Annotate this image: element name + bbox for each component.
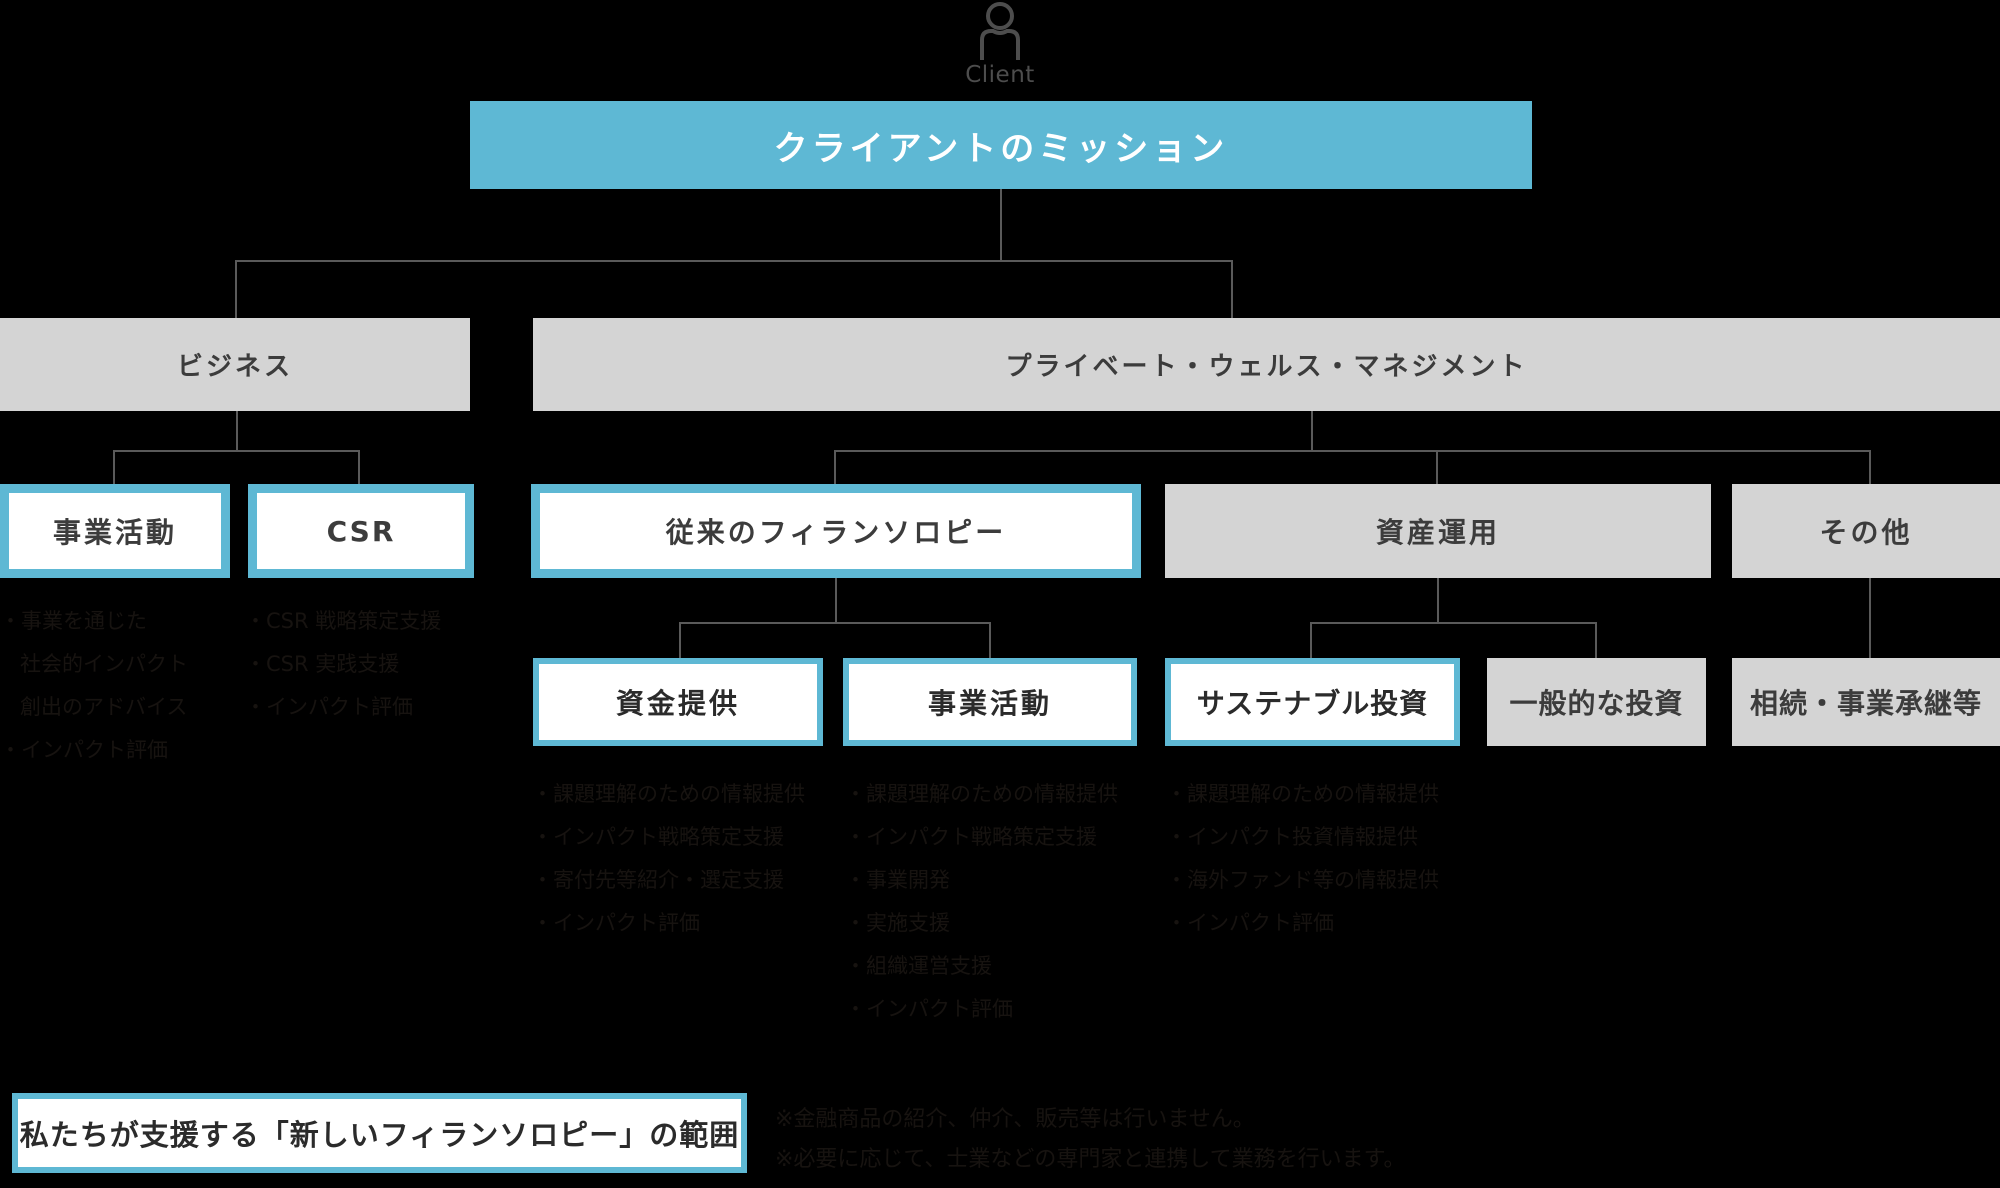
level4-label-business-activity-2: 事業活動 xyxy=(927,687,1052,720)
level3-label-business-activity: 事業活動 xyxy=(52,516,177,549)
level4-label-funding: 資金提供 xyxy=(615,687,740,720)
connector-pwm-drop-2 xyxy=(1436,450,1438,485)
client-label: Client xyxy=(965,62,1035,88)
bullet-item: ・課題理解のための情報提供 xyxy=(1166,782,1439,806)
connector-level2-drop-right xyxy=(1231,260,1233,318)
legend-box: 私たちが支援する「新しいフィランソロピー」の範囲 xyxy=(12,1093,747,1173)
bullet-item: ・インパクト評価 xyxy=(1166,911,1334,935)
connector-pwm-down xyxy=(1311,411,1313,451)
connector-pwm-drop-1 xyxy=(834,450,836,485)
level4-box-general-investment: 一般的な投資 xyxy=(1487,658,1706,746)
level3-label-traditional-philanthropy: 従来のフィランソロピー xyxy=(665,516,1007,549)
root-mission-box: クライアントのミッション xyxy=(470,101,1532,189)
connector-business-drop-1 xyxy=(113,450,115,485)
bullet-item: ・インパクト戦略策定支援 xyxy=(845,825,1097,849)
connector-level2-bar xyxy=(235,260,1233,262)
connector-asset-down xyxy=(1437,578,1439,623)
connector-pwm-bar xyxy=(834,450,1871,452)
bullet-item: ・寄付先等紹介・選定支援 xyxy=(532,868,784,892)
footnotes: ※金融商品の紹介、仲介、販売等は行いません。 ※必要に応じて、士業などの専門家と… xyxy=(775,1100,1405,1180)
bullets-funding: ・課題理解のための情報提供 ・インパクト戦略策定支援 ・寄付先等紹介・選定支援 … xyxy=(532,773,805,945)
level3-box-traditional-philanthropy: 従来のフィランソロピー xyxy=(531,484,1141,578)
level2-box-pwm: プライベート・ウェルス・マネジメント xyxy=(533,318,2000,411)
bullet-item: ・インパクト戦略策定支援 xyxy=(532,825,784,849)
connector-business-bar xyxy=(113,450,360,452)
level3-box-other: その他 xyxy=(1732,484,2000,578)
footnote-item: ※金融商品の紹介、仲介、販売等は行いません。 xyxy=(775,1107,1255,1132)
connector-business-down xyxy=(236,411,238,451)
level4-box-business-activity-2: 事業活動 xyxy=(843,658,1137,746)
level4-label-inheritance: 相続・事業承継等 xyxy=(1749,687,1982,720)
root-mission-label: クライアントのミッション xyxy=(773,128,1229,169)
bullet-item: ・インパクト評価 xyxy=(532,911,700,935)
level2-box-business: ビジネス xyxy=(0,318,470,411)
level3-label-asset-management: 資産運用 xyxy=(1375,516,1500,549)
level3-box-business-activity: 事業活動 xyxy=(0,484,230,578)
bullet-item: ・事業を通じた xyxy=(0,609,147,633)
connector-other-down xyxy=(1869,578,1871,659)
bullet-item: ・組織運営支援 xyxy=(845,954,992,978)
bullets-business-activity-2: ・課題理解のための情報提供 ・インパクト戦略策定支援 ・事業開発 ・実施支援 ・… xyxy=(845,773,1118,1031)
level4-label-general-investment: 一般的な投資 xyxy=(1509,687,1684,720)
connector-asset-bar xyxy=(1310,622,1597,624)
bullet-item: ・海外ファンド等の情報提供 xyxy=(1166,868,1439,892)
level4-label-sustainable-investment: サステナブル投資 xyxy=(1196,687,1429,720)
connector-asset-drop-2 xyxy=(1595,622,1597,659)
person-icon xyxy=(980,2,1020,60)
connector-philanthropy-down xyxy=(835,578,837,623)
connector-pwm-drop-3 xyxy=(1869,450,1871,485)
level4-box-inheritance: 相続・事業承継等 xyxy=(1732,658,2000,746)
bullets-business-activity: ・事業を通じた 社会的インパクト 創出のアドバイス ・インパクト評価 xyxy=(0,600,188,772)
level4-box-funding: 資金提供 xyxy=(533,658,823,746)
bullet-item: ・実施支援 xyxy=(845,911,950,935)
bullet-item: 社会的インパクト xyxy=(20,652,188,676)
legend-label: 私たちが支援する「新しいフィランソロピー」の範囲 xyxy=(19,1118,740,1152)
bullet-item: ・インパクト評価 xyxy=(245,695,413,719)
footnote-item: ※必要に応じて、士業などの専門家と連携して業務を行います。 xyxy=(775,1147,1406,1172)
connector-philanthropy-drop-1 xyxy=(679,622,681,659)
connector-business-drop-2 xyxy=(358,450,360,485)
level3-label-csr: CSR xyxy=(326,514,396,548)
bullet-item: ・インパクト評価 xyxy=(845,997,1013,1021)
level4-box-sustainable-investment: サステナブル投資 xyxy=(1165,658,1460,746)
level2-label-pwm: プライベート・ウェルス・マネジメント xyxy=(1005,352,1528,382)
level3-label-other: その他 xyxy=(1819,516,1913,549)
connector-level2-drop-left xyxy=(235,260,237,318)
connector-philanthropy-bar xyxy=(679,622,991,624)
bullet-item: ・課題理解のための情報提供 xyxy=(845,782,1118,806)
bullet-item: ・CSR 戦略策定支援 xyxy=(245,609,442,633)
bullet-item: ・CSR 実践支援 xyxy=(245,652,400,676)
level2-label-business: ビジネス xyxy=(176,352,293,382)
bullets-csr: ・CSR 戦略策定支援 ・CSR 実践支援 ・インパクト評価 xyxy=(245,600,441,729)
bullet-item: ・事業開発 xyxy=(845,868,950,892)
connector-philanthropy-drop-2 xyxy=(989,622,991,659)
bullet-item: ・インパクト評価 xyxy=(0,738,168,762)
bullets-sustainable-investment: ・課題理解のための情報提供 ・インパクト投資情報提供 ・海外ファンド等の情報提供… xyxy=(1166,773,1439,945)
bullet-item: ・インパクト投資情報提供 xyxy=(1166,825,1418,849)
bullet-item: 創出のアドバイス xyxy=(20,695,188,719)
level3-box-csr: CSR xyxy=(248,484,474,578)
connector-asset-drop-1 xyxy=(1310,622,1312,659)
connector-root-down xyxy=(1000,189,1002,261)
bullet-item: ・課題理解のための情報提供 xyxy=(532,782,805,806)
level3-box-asset-management: 資産運用 xyxy=(1165,484,1711,578)
